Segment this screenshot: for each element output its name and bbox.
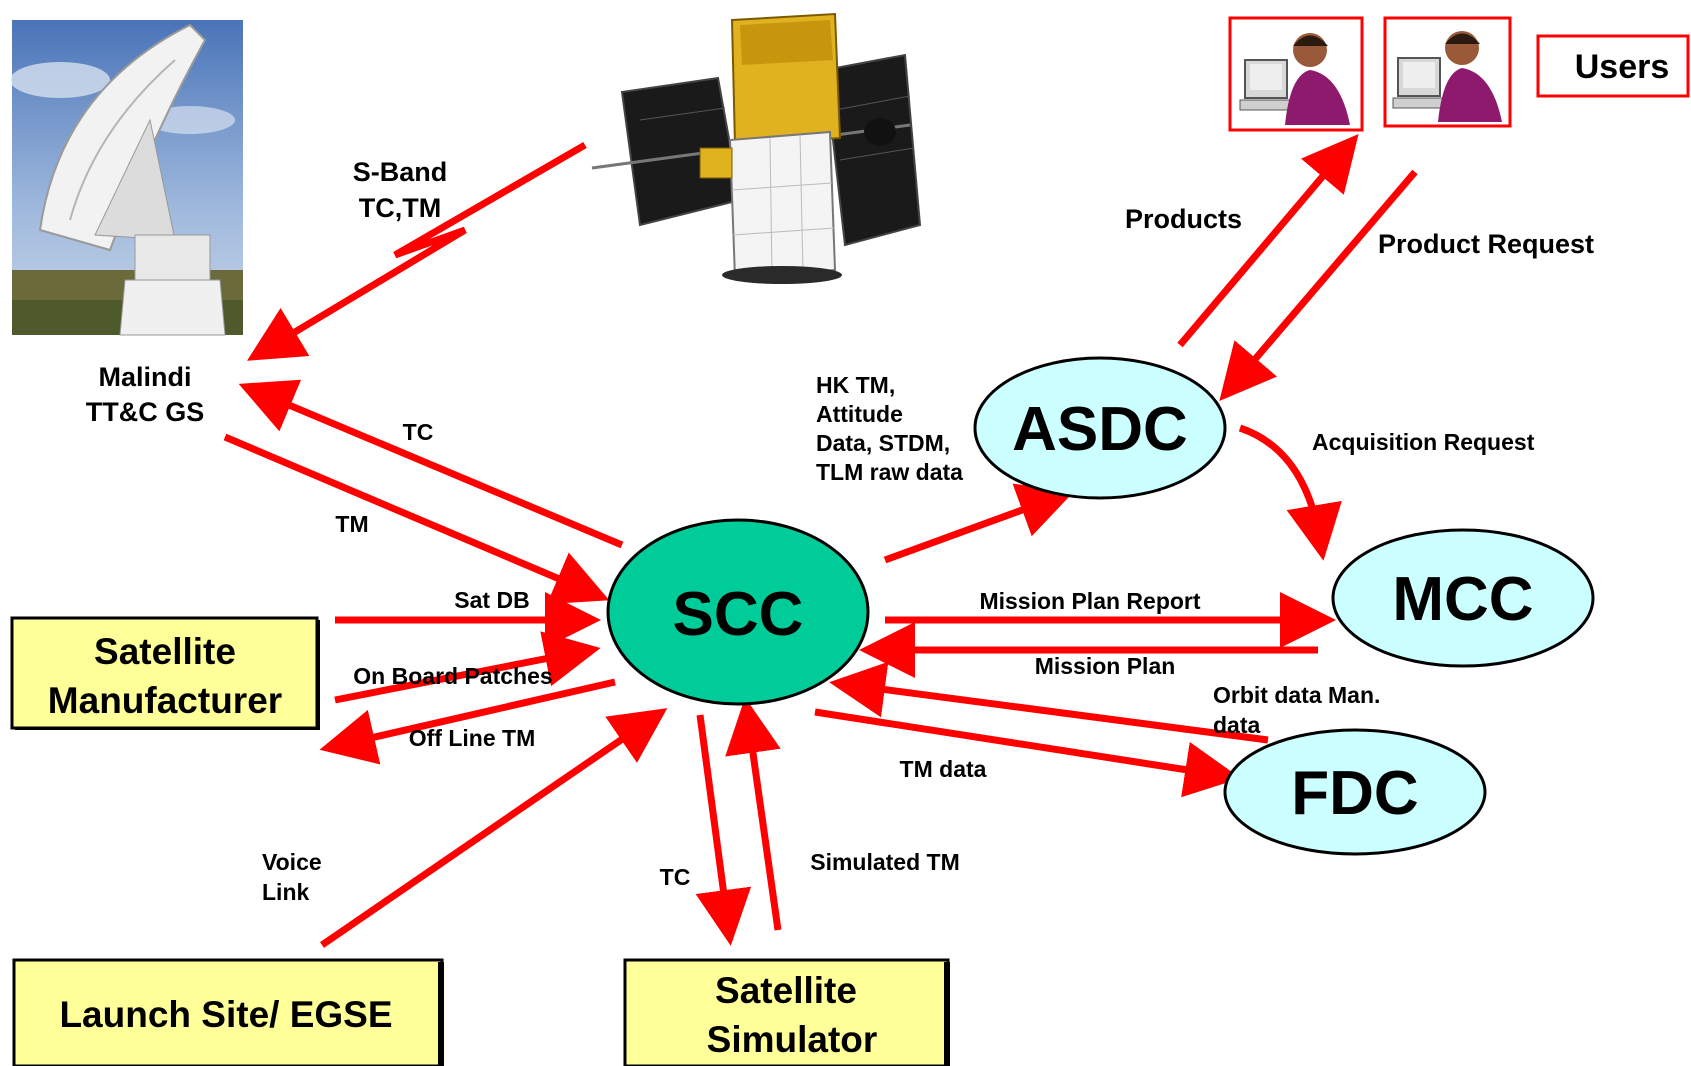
asdc-label: ASDC bbox=[1012, 395, 1188, 464]
product-request-arrow bbox=[1219, 169, 1418, 401]
hk-tm-label-line2: Attitude bbox=[816, 401, 903, 427]
mcc-label: MCC bbox=[1392, 565, 1533, 634]
users-label: Users bbox=[1575, 48, 1670, 86]
sat-db-label: Sat DB bbox=[454, 587, 529, 613]
users-box: Users bbox=[1536, 34, 1690, 98]
off-line-tm-label: Off Line TM bbox=[409, 725, 535, 751]
hk-tm-label-line1: HK TM, bbox=[816, 372, 895, 398]
launch-site-label: Launch Site/ EGSE bbox=[59, 994, 392, 1035]
scc-label: SCC bbox=[673, 580, 804, 649]
satellite-manufacturer-line1: Satellite bbox=[94, 631, 236, 672]
mission-plan-report-label: Mission Plan Report bbox=[979, 588, 1200, 614]
mission-plan-label: Mission Plan bbox=[1035, 653, 1176, 679]
product-request-label: Product Request bbox=[1378, 229, 1594, 259]
satellite-simulator-line1: Satellite bbox=[715, 970, 857, 1011]
voice-link-arrow bbox=[320, 708, 668, 948]
tc-gs-label: TC bbox=[403, 419, 434, 445]
satellite-image bbox=[591, 12, 922, 284]
orbit-data-label-line2: data bbox=[1213, 712, 1261, 738]
products-arrow bbox=[1177, 133, 1359, 348]
mcc-node: MCC bbox=[1331, 528, 1595, 668]
simulated-tm-label: Simulated TM bbox=[810, 849, 960, 875]
tm-to-scc-arrow bbox=[223, 433, 610, 605]
on-board-patches-label: On Board Patches bbox=[353, 663, 552, 689]
voice-link-label-line2: Link bbox=[262, 879, 309, 905]
off-line-tm-arrow bbox=[319, 678, 616, 765]
ground-station-antenna-image bbox=[10, 20, 243, 336]
satellite-manufacturer-box: Satellite Manufacturer bbox=[10, 616, 320, 730]
hk-tm-label-line3: Data, STDM, bbox=[816, 430, 950, 456]
tm-data-to-fdc-arrow bbox=[814, 708, 1241, 798]
user-image-1 bbox=[1228, 16, 1364, 132]
s-band-label-line2: TC,TM bbox=[359, 193, 441, 223]
satellite-simulator-box: Satellite Simulator bbox=[623, 958, 950, 1066]
hk-tm-label-line4: TLM raw data bbox=[816, 459, 963, 485]
arrows bbox=[223, 133, 1418, 948]
ground-station-label-line1: Malindi bbox=[99, 362, 192, 392]
s-band-zigzag-arrow bbox=[246, 141, 587, 361]
user-image-2 bbox=[1383, 16, 1512, 128]
simulated-tm-arrow bbox=[725, 697, 782, 931]
orbit-data-label-line1: Orbit data Man. bbox=[1213, 682, 1380, 708]
hk-tm-to-asdc-arrow bbox=[883, 483, 1075, 564]
orbit-data-arrow bbox=[829, 661, 1269, 744]
asdc-node: ASDC bbox=[973, 356, 1227, 500]
fdc-label: FDC bbox=[1291, 759, 1418, 828]
tm-data-label: TM data bbox=[900, 756, 987, 782]
tm-gs-label: TM bbox=[335, 511, 368, 537]
launch-site-box: Launch Site/ EGSE bbox=[12, 958, 444, 1066]
fdc-node: FDC bbox=[1223, 728, 1487, 856]
satellite-manufacturer-line2: Manufacturer bbox=[48, 680, 282, 721]
acquisition-request-arrow bbox=[1238, 424, 1342, 561]
tc-simulator-label: TC bbox=[660, 864, 691, 890]
ground-station-label-line2: TT&C GS bbox=[86, 397, 205, 427]
on-board-patches-arrow bbox=[334, 631, 601, 704]
tc-to-simulator-arrow bbox=[695, 714, 752, 946]
satellite-simulator-line2: Simulator bbox=[707, 1019, 878, 1060]
scc-node: SCC bbox=[606, 518, 870, 706]
tc-to-gs-arrow bbox=[238, 379, 624, 549]
products-label: Products bbox=[1125, 204, 1242, 234]
s-band-label-line1: S-Band bbox=[353, 157, 448, 187]
voice-link-label-line1: Voice bbox=[262, 849, 322, 875]
acquisition-request-label: Acquisition Request bbox=[1312, 429, 1535, 455]
